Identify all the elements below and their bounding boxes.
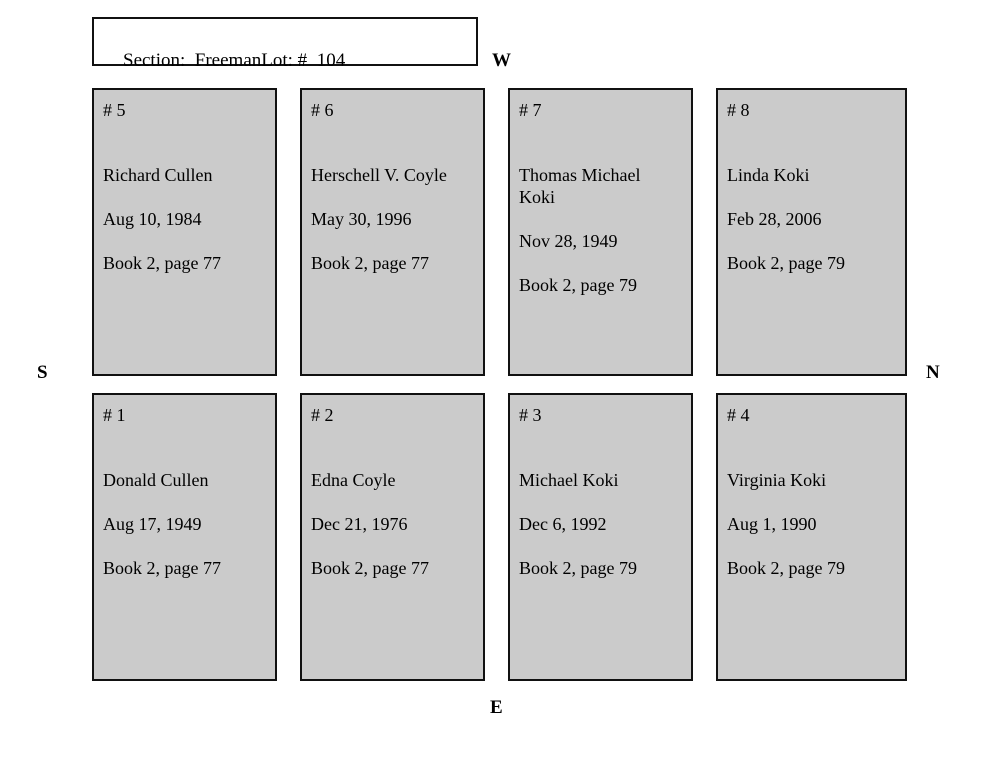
plot-date: Nov 28, 1949 <box>519 231 618 251</box>
plot-number: # 5 <box>103 100 126 120</box>
plot-number: # 4 <box>727 405 750 425</box>
plot-name: Michael Koki <box>519 470 619 490</box>
plot-name: Linda Koki <box>727 165 810 185</box>
plot-details: Richard Cullen Aug 10, 1984 Book 2, page… <box>103 142 221 296</box>
plot-number: # 3 <box>519 405 542 425</box>
plot-number: # 6 <box>311 100 334 120</box>
compass-label-north: N <box>926 362 940 383</box>
section-value: Freeman <box>194 50 262 71</box>
plot-cell[interactable]: # 5 Richard Cullen Aug 10, 1984 Book 2, … <box>92 88 277 376</box>
section-lot-header-box: Section: FreemanLot: # 104 <box>92 17 478 71</box>
lot-value: 104 <box>316 50 346 71</box>
plot-cell[interactable]: # 2 Edna Coyle Dec 21, 1976 Book 2, page… <box>300 393 485 681</box>
plot-details: Edna Coyle Dec 21, 1976 Book 2, page 77 <box>311 447 429 601</box>
plot-reference: Book 2, page 77 <box>103 253 221 273</box>
plot-number: # 7 <box>519 100 542 120</box>
plot-cell[interactable]: # 6 Herschell V. Coyle May 30, 1996 Book… <box>300 88 485 376</box>
compass-label-south: S <box>37 362 48 383</box>
plot-name: Edna Coyle <box>311 470 396 490</box>
plot-number: # 1 <box>103 405 126 425</box>
plot-number: # 2 <box>311 405 334 425</box>
plot-cell[interactable]: # 7 Thomas Michael Koki Nov 28, 1949 Boo… <box>508 88 693 376</box>
plot-name: Richard Cullen <box>103 165 213 185</box>
plot-reference: Book 2, page 77 <box>311 253 429 273</box>
plot-name: Herschell V. Coyle <box>311 165 447 185</box>
plot-name: Thomas Michael Koki <box>519 165 641 207</box>
plot-name: Donald Cullen <box>103 470 209 490</box>
plot-details: Thomas Michael Koki Nov 28, 1949 Book 2,… <box>519 142 640 318</box>
plot-reference: Book 2, page 77 <box>311 558 429 578</box>
plot-details: Michael Koki Dec 6, 1992 Book 2, page 79 <box>519 447 637 601</box>
section-label: Section: <box>123 50 186 71</box>
plot-reference: Book 2, page 77 <box>103 558 221 578</box>
plot-name: Virginia Koki <box>727 470 827 490</box>
plot-reference: Book 2, page 79 <box>727 253 845 273</box>
compass-label-west: W <box>492 50 511 71</box>
plot-cell[interactable]: # 3 Michael Koki Dec 6, 1992 Book 2, pag… <box>508 393 693 681</box>
compass-label-east: E <box>490 697 503 718</box>
plot-number: # 8 <box>727 100 750 120</box>
plot-date: Dec 21, 1976 <box>311 514 408 534</box>
plot-details: Linda Koki Feb 28, 2006 Book 2, page 79 <box>727 142 845 296</box>
plot-date: May 30, 1996 <box>311 209 412 229</box>
plot-cell[interactable]: # 4 Virginia Koki Aug 1, 1990 Book 2, pa… <box>716 393 907 681</box>
plot-cell[interactable]: # 8 Linda Koki Feb 28, 2006 Book 2, page… <box>716 88 907 376</box>
plot-reference: Book 2, page 79 <box>519 558 637 578</box>
plot-date: Aug 17, 1949 <box>103 514 202 534</box>
plot-details: Donald Cullen Aug 17, 1949 Book 2, page … <box>103 447 221 601</box>
plot-date: Dec 6, 1992 <box>519 514 607 534</box>
plot-cell[interactable]: # 1 Donald Cullen Aug 17, 1949 Book 2, p… <box>92 393 277 681</box>
plot-reference: Book 2, page 79 <box>519 275 637 295</box>
section-lot-header-text: Section: FreemanLot: # 104 <box>104 25 345 97</box>
plot-details: Virginia Koki Aug 1, 1990 Book 2, page 7… <box>727 447 845 601</box>
lot-label: Lot: # <box>261 50 308 71</box>
plot-date: Aug 10, 1984 <box>103 209 202 229</box>
plot-date: Feb 28, 2006 <box>727 209 822 229</box>
plot-details: Herschell V. Coyle May 30, 1996 Book 2, … <box>311 142 447 296</box>
plot-reference: Book 2, page 79 <box>727 558 845 578</box>
plot-date: Aug 1, 1990 <box>727 514 817 534</box>
